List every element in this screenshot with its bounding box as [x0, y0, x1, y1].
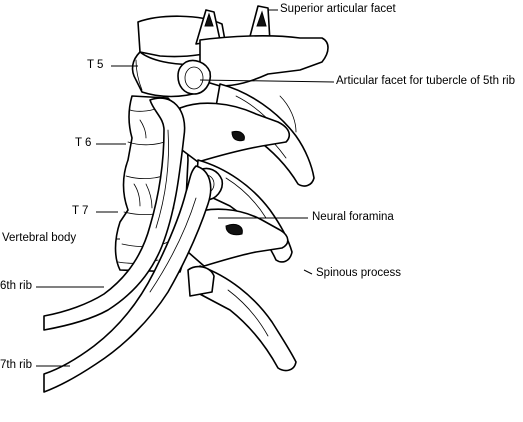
t7-posterior-elements — [187, 208, 297, 372]
label-6th-rib: 6th rib — [0, 280, 32, 292]
leader-lines — [36, 9, 335, 367]
label-neural-foramina: Neural foramina — [312, 211, 394, 223]
label-superior-articular-facet: Superior articular facet — [280, 3, 396, 15]
label-spinous-process: Spinous process — [316, 267, 402, 279]
label-t7: T 7 — [72, 205, 89, 217]
label-articular-facet-tubercle: Articular facet for tubercle of 5th rib — [336, 75, 515, 87]
label-7th-rib: 7th rib — [0, 359, 32, 371]
label-t6: T 6 — [75, 137, 92, 149]
ribs — [43, 97, 212, 393]
label-vertebral-body: Vertebral body — [2, 232, 77, 244]
label-t5: T 5 — [87, 59, 104, 71]
